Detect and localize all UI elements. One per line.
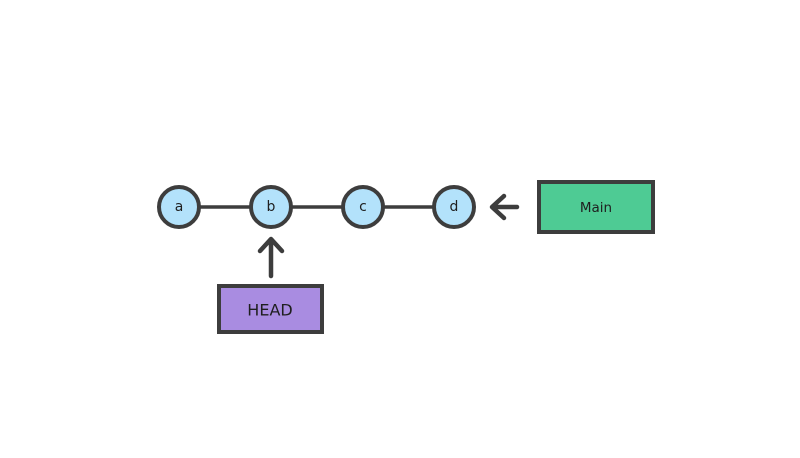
commit-node-d: d (432, 185, 476, 229)
branch-box (537, 180, 655, 234)
head-label: HEAD (217, 284, 324, 334)
commit-node-circle (432, 185, 476, 229)
commit-node-label: d (450, 199, 459, 215)
commit-node-label: c (359, 199, 367, 215)
commit-node-label: a (175, 199, 184, 215)
head-box (217, 284, 324, 334)
commit-node-label: b (267, 199, 276, 215)
branch-label-main: Main (537, 180, 655, 234)
arrow-left-icon (489, 193, 520, 221)
commit-node-c: c (341, 185, 385, 229)
commit-node-circle (157, 185, 201, 229)
commit-node-a: a (157, 185, 201, 229)
arrow-up-icon (257, 236, 285, 279)
branch-label: Main (580, 200, 612, 216)
commit-node-b: b (249, 185, 293, 229)
head-label-text: HEAD (247, 301, 292, 320)
commit-node-circle (341, 185, 385, 229)
commit-node-circle (249, 185, 293, 229)
